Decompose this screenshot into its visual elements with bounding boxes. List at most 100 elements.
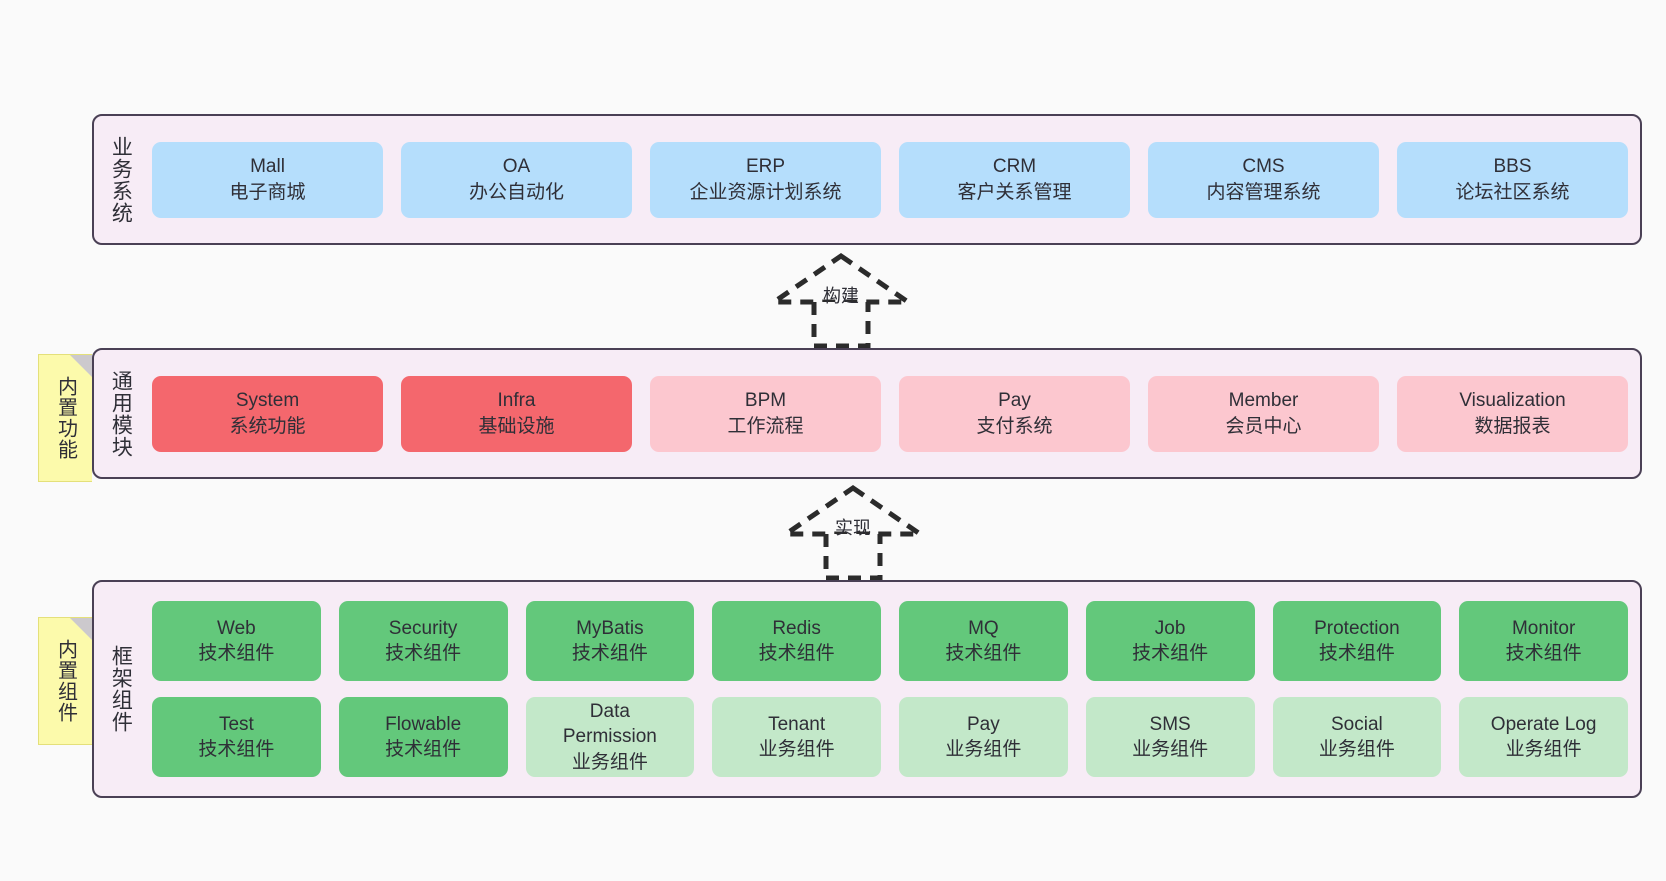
layer-framework-components-body: Web 技术组件 Security 技术组件 MyBatis 技术组件 Redi… (146, 582, 1640, 796)
card-monitor[interactable]: Monitor 技术组件 (1459, 601, 1628, 681)
card-title: Job (1154, 617, 1186, 639)
card-subtitle: 技术组件 (1132, 643, 1209, 664)
card-subtitle: 技术组件 (385, 643, 462, 664)
card-crm[interactable]: CRM 客户关系管理 (899, 141, 1130, 218)
layer-common-modules-body: System 系统功能 Infra 基础设施 BPM 工作流程 Pay 支付系统… (146, 350, 1640, 477)
connector-build: 构建 (756, 250, 926, 350)
card-job[interactable]: Job 技术组件 (1085, 601, 1255, 681)
connector-shaft (811, 302, 871, 349)
card-title: CMS (1242, 156, 1285, 178)
card-web[interactable]: Web 技术组件 (152, 601, 321, 681)
card-subtitle: 技术组件 (198, 739, 275, 760)
card-test[interactable]: Test 技术组件 (152, 697, 321, 777)
card-title: Web (217, 617, 256, 639)
layer-common-modules-title: 通用模块 (109, 369, 133, 458)
sticky-note-label: 内置组件 (54, 639, 77, 723)
generalization-arrowhead-icon (777, 484, 929, 537)
card-subtitle: 电子商城 (229, 181, 306, 203)
card-subtitle: 论坛社区系统 (1455, 181, 1570, 203)
card-data-permission[interactable]: Data Permission 业务组件 (525, 697, 695, 777)
card-title: System (235, 390, 300, 412)
card-bpm[interactable]: BPM 工作流程 (650, 375, 881, 452)
business-card-row: Mall 电子商城 OA 办公自动化 ERP 企业资源计划系统 CRM 客户关系… (152, 141, 1628, 218)
card-title: Pay (967, 713, 1000, 735)
card-mall[interactable]: Mall 电子商城 (152, 141, 383, 218)
card-title: Test (218, 713, 254, 735)
card-subtitle: 客户关系管理 (957, 181, 1072, 203)
card-erp[interactable]: ERP 企业资源计划系统 (650, 141, 881, 218)
card-title: Tenant (768, 713, 826, 735)
card-title: Data (589, 701, 630, 723)
card-subtitle: 技术组件 (1505, 643, 1582, 664)
connector-shaft (823, 534, 883, 581)
card-subtitle: 业务组件 (1132, 739, 1209, 760)
layer-framework-components: 框架组件 Web 技术组件 Security 技术组件 MyBatis 技术组件… (92, 580, 1642, 798)
modules-card-row: System 系统功能 Infra 基础设施 BPM 工作流程 Pay 支付系统… (152, 375, 1628, 452)
card-subtitle: 办公自动化 (468, 181, 564, 203)
card-title: ERP (745, 156, 786, 178)
card-title: Operate Log (1490, 713, 1597, 735)
card-title: Monitor (1511, 617, 1576, 639)
card-title-line2: Permission (562, 726, 657, 748)
card-mybatis[interactable]: MyBatis 技术组件 (525, 601, 695, 681)
card-title: OA (502, 156, 531, 178)
card-title: Pay (998, 390, 1031, 412)
card-system[interactable]: System 系统功能 (152, 375, 383, 452)
connector-implement: 实现 (768, 482, 938, 582)
card-tenant[interactable]: Tenant 业务组件 (712, 697, 881, 777)
card-title: Social (1331, 713, 1383, 735)
card-title: BBS (1493, 156, 1532, 178)
card-title: Flowable (385, 713, 462, 735)
card-subtitle: 技术组件 (571, 643, 648, 664)
card-mq[interactable]: MQ 技术组件 (899, 601, 1068, 681)
card-operate-log[interactable]: Operate Log 业务组件 (1459, 697, 1628, 777)
card-subtitle: 技术组件 (198, 643, 275, 664)
card-title: Infra (497, 390, 536, 412)
framework-tech-row: Web 技术组件 Security 技术组件 MyBatis 技术组件 Redi… (152, 601, 1628, 681)
card-protection[interactable]: Protection 技术组件 (1272, 601, 1442, 681)
card-title: Member (1228, 390, 1299, 412)
card-subtitle: 业务组件 (1505, 739, 1582, 760)
card-member[interactable]: Member 会员中心 (1148, 375, 1379, 452)
card-title: MyBatis (576, 617, 644, 639)
layer-framework-components-title: 框架组件 (109, 645, 133, 733)
card-oa[interactable]: OA 办公自动化 (401, 141, 632, 218)
card-subtitle: 业务组件 (1318, 739, 1395, 760)
sticky-fold-icon (70, 618, 92, 640)
card-sms[interactable]: SMS 业务组件 (1085, 697, 1255, 777)
sticky-note-builtin-components: 内置组件 (38, 617, 92, 745)
layer-business-system-title: 业务系统 (109, 135, 133, 224)
card-title: Protection (1314, 617, 1400, 639)
card-pay-component[interactable]: Pay 业务组件 (899, 697, 1068, 777)
generalization-arrowhead-icon (765, 252, 917, 305)
card-subtitle: 数据报表 (1474, 415, 1551, 437)
card-subtitle: 支付系统 (976, 415, 1053, 437)
card-subtitle: 内容管理系统 (1206, 181, 1321, 203)
card-bbs[interactable]: BBS 论坛社区系统 (1397, 141, 1628, 218)
card-title: Visualization (1459, 390, 1566, 412)
sticky-note-label: 内置功能 (54, 376, 77, 460)
card-subtitle: 业务组件 (945, 739, 1022, 760)
card-social[interactable]: Social 业务组件 (1272, 697, 1442, 777)
card-subtitle: 技术组件 (385, 739, 462, 760)
card-subtitle: 系统功能 (229, 415, 306, 437)
card-security[interactable]: Security 技术组件 (338, 601, 508, 681)
card-subtitle: 企业资源计划系统 (689, 181, 842, 203)
card-subtitle: 业务组件 (758, 739, 835, 760)
card-title: Mall (250, 156, 285, 178)
card-flowable[interactable]: Flowable 技术组件 (338, 697, 508, 777)
card-redis[interactable]: Redis 技术组件 (712, 601, 881, 681)
layer-business-system-body: Mall 电子商城 OA 办公自动化 ERP 企业资源计划系统 CRM 客户关系… (146, 116, 1640, 243)
card-title: MQ (968, 617, 999, 639)
card-title: Security (388, 617, 458, 639)
card-subtitle: 会员中心 (1225, 415, 1302, 437)
card-visualization[interactable]: Visualization 数据报表 (1397, 375, 1628, 452)
card-title: SMS (1149, 713, 1191, 735)
card-title: Redis (772, 617, 821, 639)
card-infra[interactable]: Infra 基础设施 (401, 375, 632, 452)
card-cms[interactable]: CMS 内容管理系统 (1148, 141, 1379, 218)
card-subtitle: 业务组件 (571, 751, 648, 773)
layer-common-modules: 通用模块 System 系统功能 Infra 基础设施 BPM 工作流程 Pay… (92, 348, 1642, 479)
card-pay-module[interactable]: Pay 支付系统 (899, 375, 1130, 452)
